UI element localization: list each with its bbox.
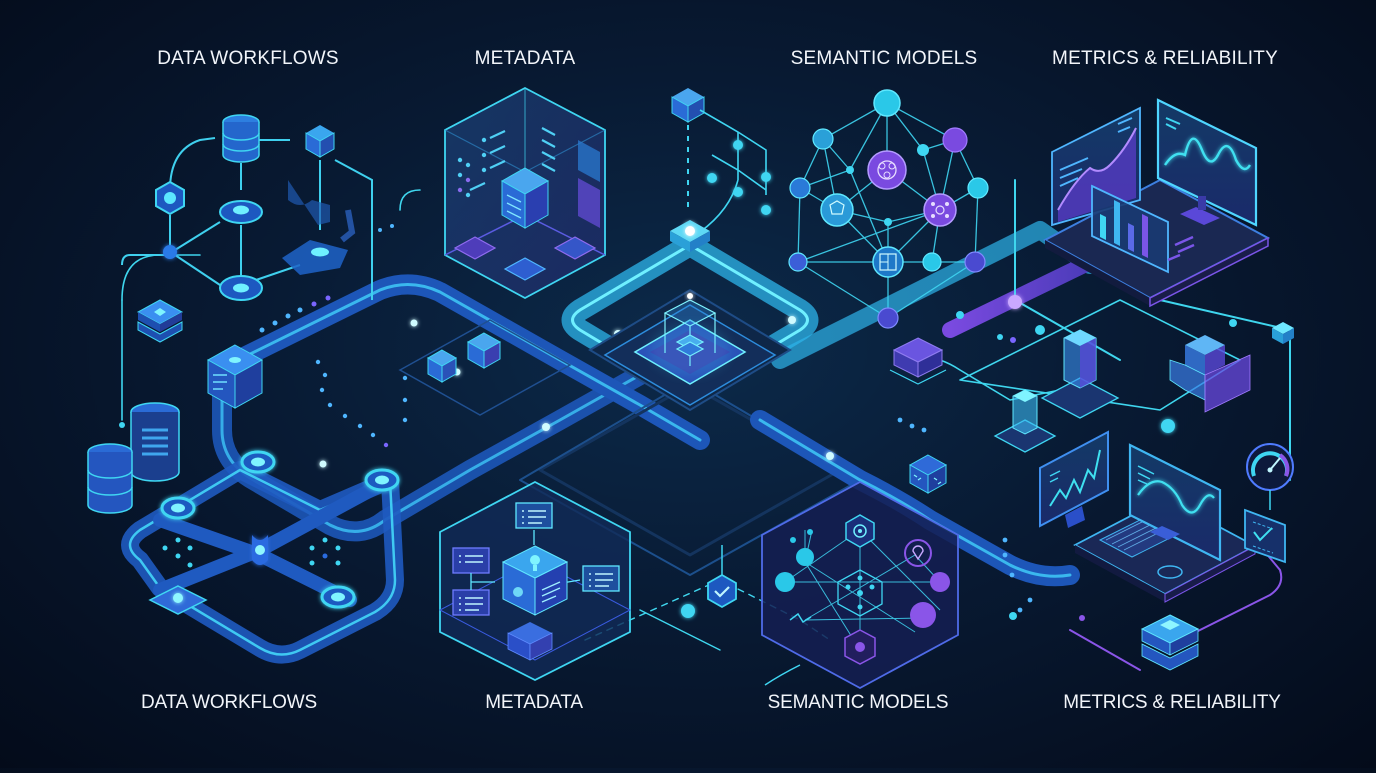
document-panel-icon xyxy=(578,140,600,228)
data-cube-icon xyxy=(908,454,948,494)
cube-icon xyxy=(507,622,553,661)
checkmark-panel-icon xyxy=(1244,508,1286,564)
brain-node-icon xyxy=(867,150,907,190)
cluster-node-icon xyxy=(820,193,854,227)
check-hexagon-icon xyxy=(707,545,737,609)
top-label-data-workflows: DATA WORKFLOWS xyxy=(157,48,339,69)
semantic-hex-graph xyxy=(761,480,959,690)
database-icon xyxy=(87,443,133,514)
purple-tile-icon xyxy=(453,236,497,260)
semantic-network-graph xyxy=(788,89,989,329)
router-square-icon xyxy=(148,585,208,615)
bottom-label-metadata: METADATA xyxy=(485,692,583,713)
layout-node-icon xyxy=(872,246,904,278)
server-cube-icon xyxy=(500,167,550,229)
bottom-label-semantic-models: SEMANTIC MODELS xyxy=(767,692,949,713)
cube-icon xyxy=(466,332,502,369)
monitoring-workstation xyxy=(1009,430,1294,671)
top-label-metrics-reliability: METRICS & RELIABILITY xyxy=(1052,48,1278,69)
bar-chart-icon xyxy=(1091,184,1169,274)
glass-tower-icon xyxy=(993,389,1057,453)
central-hub xyxy=(588,288,792,412)
server-stack-icon xyxy=(1140,614,1200,671)
wave-monitor-icon xyxy=(1156,98,1258,227)
database-icon xyxy=(222,114,260,163)
small-cube-node-icon xyxy=(1272,322,1294,344)
bottom-label-data-workflows: DATA WORKFLOWS xyxy=(141,692,317,713)
monitor-icon xyxy=(1039,430,1109,528)
hub-top-cube xyxy=(670,220,710,252)
disc-node-icon xyxy=(219,180,356,301)
list-card-icon xyxy=(582,565,620,592)
graph-node xyxy=(873,89,901,117)
gauge-icon xyxy=(1246,443,1294,510)
glass-tower-icon xyxy=(1040,329,1120,419)
purple-hex-node-icon xyxy=(844,629,876,665)
list-card-icon xyxy=(452,589,490,616)
metadata-glass-cube xyxy=(444,86,606,300)
cube-icon xyxy=(305,125,335,158)
gear-hex-icon xyxy=(845,514,875,548)
right-middle-blocks xyxy=(956,311,1294,453)
metrics-dashboard-platform xyxy=(1042,98,1271,308)
database-icon xyxy=(130,402,180,482)
left-databases xyxy=(87,344,341,615)
server-cube-icon xyxy=(206,344,264,409)
cube-icon xyxy=(426,349,458,383)
dotted-trails xyxy=(259,224,1033,613)
stacked-cubes-icon xyxy=(1169,335,1251,413)
layer-stack-icon xyxy=(136,299,184,343)
metadata-hex-map xyxy=(438,480,632,682)
top-label-metadata: METADATA xyxy=(474,48,576,69)
pin-node-icon xyxy=(904,539,932,567)
hub-side-blocks xyxy=(398,319,948,494)
lightbulb-cube-icon xyxy=(501,545,569,616)
list-card-icon xyxy=(452,547,490,574)
list-card-icon xyxy=(515,502,553,529)
data-workflow-nodes xyxy=(119,114,356,428)
hexagon-node-icon xyxy=(155,180,185,216)
cluster-node-icon xyxy=(923,193,957,227)
laptop-icon xyxy=(1073,443,1257,603)
top-center-cluster xyxy=(670,88,771,252)
hex-core-icon xyxy=(845,575,875,610)
bottom-label-metrics-reliability: METRICS & RELIABILITY xyxy=(1063,692,1281,713)
purple-block-icon xyxy=(889,337,947,385)
gear-cube-icon xyxy=(671,88,705,123)
top-label-semantic-models: SEMANTIC MODELS xyxy=(790,48,978,69)
